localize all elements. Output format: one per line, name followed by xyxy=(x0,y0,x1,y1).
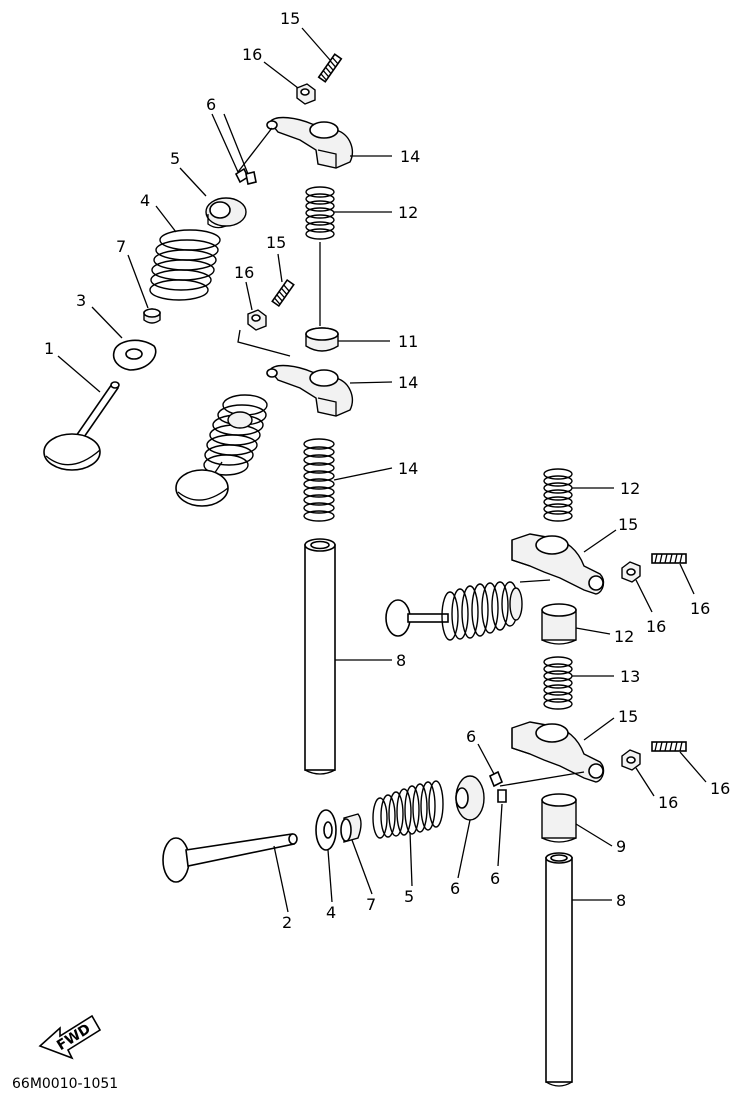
spring-seat-3-top xyxy=(112,339,157,371)
lock-nut-16-top xyxy=(296,83,316,105)
lock-nut-16-right-lower xyxy=(621,749,641,771)
rocker-arm-14-mid xyxy=(266,364,354,417)
drawing-code: 66M0010-1051 xyxy=(12,1076,118,1092)
lock-nut-16-mid xyxy=(247,309,267,331)
rocker-spring-12-top xyxy=(305,186,335,240)
callout-9: 9 xyxy=(616,837,626,856)
valve-stem-seal-7-top xyxy=(143,308,161,324)
spacer-9 xyxy=(541,793,577,843)
callout-12: 12 xyxy=(398,203,418,222)
callout-3: 3 xyxy=(76,291,86,310)
callout-16: 16 xyxy=(242,45,262,64)
callout-15: 16 xyxy=(690,599,710,618)
spring-seat-3-bottom xyxy=(315,809,337,851)
callout-15: 16 xyxy=(710,779,730,798)
callout-16: 16 xyxy=(234,263,254,282)
push-rod-8-left xyxy=(304,538,336,775)
callout-7: 7 xyxy=(366,895,376,914)
callout-6: 6 xyxy=(206,95,216,114)
callout-16: 16 xyxy=(658,793,678,812)
callout-15: 15 xyxy=(266,233,286,252)
valve-spring-4-bottom xyxy=(372,780,444,839)
adjusting-screw-15-right-upper xyxy=(651,553,687,564)
callout-1: 1 xyxy=(44,339,54,358)
callout-15: 15 xyxy=(280,9,300,28)
callout-5: 6 xyxy=(450,879,460,898)
spring-retainer-5-bottom xyxy=(455,775,485,821)
leader-lines xyxy=(57,27,707,913)
fwd-arrow-icon: FWD xyxy=(38,1014,102,1060)
valve-cotter-6-top xyxy=(234,167,257,185)
exhaust-valve-2 xyxy=(162,833,298,883)
adjusting-screw-15-top xyxy=(317,53,343,83)
callout-14: 15 xyxy=(618,707,638,726)
push-rod-8-right xyxy=(545,852,573,1087)
callout-labels: 15 16 6 5 14 4 12 15 7 16 3 11 1 14 14 1… xyxy=(44,9,730,932)
callout-11: 12 xyxy=(614,627,634,646)
assembled-valve-right xyxy=(385,581,523,641)
spring-13 xyxy=(303,438,335,522)
adjusting-screw-15-mid xyxy=(271,278,295,308)
callout-8: 8 xyxy=(616,891,626,910)
callout-8: 8 xyxy=(396,651,406,670)
spring-retainer-5-top xyxy=(205,197,247,229)
callout-3: 4 xyxy=(326,903,336,922)
callout-6: 6 xyxy=(466,727,476,746)
fwd-label: FWD xyxy=(54,1021,94,1054)
callout-6: 6 xyxy=(490,869,500,888)
rocker-spring-12-right-top xyxy=(543,468,573,522)
callout-4: 4 xyxy=(140,191,150,210)
callout-14: 15 xyxy=(618,515,638,534)
spacer-10 xyxy=(305,327,339,352)
valve-cotter-6-bottom xyxy=(488,770,507,803)
callout-7: 7 xyxy=(116,237,126,256)
adjusting-screw-15-right-lower xyxy=(651,741,687,752)
callout-13: 14 xyxy=(398,459,418,478)
rocker-arm-14-top xyxy=(266,116,354,169)
spacer-11 xyxy=(541,603,577,645)
callout-5: 5 xyxy=(170,149,180,168)
lock-nut-16-right-upper xyxy=(621,561,641,583)
rocker-arm-14-right-lower xyxy=(511,721,605,783)
callout-12: 12 xyxy=(620,479,640,498)
callout-2: 2 xyxy=(282,913,292,932)
callout-16: 16 xyxy=(646,617,666,636)
callout-14: 14 xyxy=(400,147,420,166)
callout-10: 11 xyxy=(398,332,418,351)
intake-valve-1 xyxy=(43,381,120,471)
callout-4: 5 xyxy=(404,887,414,906)
rocker-arm-14-right-upper xyxy=(511,533,605,595)
rocker-spring-12-right-mid xyxy=(543,656,573,710)
valve-stem-seal-7-bottom xyxy=(340,813,362,843)
valve-spring-4-top xyxy=(149,229,221,301)
callout-14: 14 xyxy=(398,373,418,392)
assembled-valve-mid xyxy=(175,394,268,507)
callout-12: 13 xyxy=(620,667,640,686)
